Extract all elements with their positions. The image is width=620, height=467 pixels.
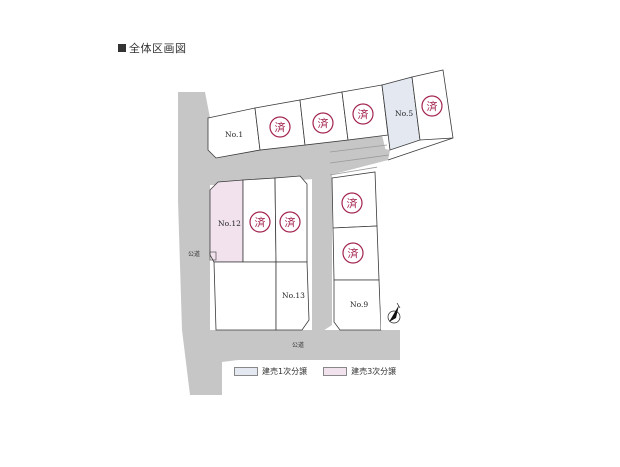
legend-swatch-pink: [323, 367, 348, 376]
sold-mark-lot8: 済: [342, 242, 364, 264]
lot-labels: No.1 No.5 No.12 No.13 No.9 公道 公道: [188, 109, 413, 349]
title-text: 全体区画図: [129, 42, 187, 55]
svg-text:済: 済: [318, 116, 329, 130]
svg-text:済: 済: [255, 215, 266, 229]
label-no1: No.1: [225, 130, 243, 139]
road-label-left: 公道: [188, 250, 200, 258]
sold-mark-lot2: 済: [269, 116, 291, 138]
lot-no1[interactable]: [207, 107, 261, 159]
svg-text:済: 済: [347, 196, 358, 210]
road-label-bottom: 公道: [292, 341, 304, 349]
sold-mark-lot6: 済: [421, 95, 443, 117]
label-no12: No.12: [218, 219, 241, 228]
legend: 建売1次分譲 建売3次分譲: [234, 366, 396, 377]
legend-item-phase1: 建売1次分譲: [234, 366, 307, 377]
lot-no13[interactable]: [275, 261, 310, 331]
title-square-icon: [118, 44, 126, 52]
svg-text:済: 済: [427, 99, 438, 113]
open-area: [377, 138, 460, 330]
legend-label-phase3: 建売3次分譲: [351, 367, 397, 376]
north-arrow-icon: [387, 302, 401, 324]
road-bottom: [205, 330, 400, 362]
label-no13: No.13: [282, 291, 305, 300]
sold-mark-lot7: 済: [341, 192, 363, 214]
legend-swatch-blue: [234, 367, 258, 376]
page-title: 全体区画図: [118, 40, 187, 56]
svg-text:済: 済: [358, 107, 369, 121]
lot-large[interactable]: [213, 261, 277, 331]
driveway: [330, 135, 388, 175]
small-marker: [209, 251, 217, 261]
sold-mark-12b: 済: [249, 211, 271, 233]
lot-no9[interactable]: [333, 279, 382, 331]
legend-label-phase1: 建売1次分譲: [262, 367, 308, 376]
middle-right-lots: [331, 137, 460, 331]
sold-mark-lot4: 済: [352, 103, 374, 125]
svg-text:済: 済: [285, 215, 296, 229]
label-no5: No.5: [395, 109, 413, 118]
road-middle-h: [210, 145, 330, 185]
roads: [178, 92, 400, 395]
middle-left-lots: [209, 175, 310, 331]
label-no9: No.9: [350, 300, 368, 309]
top-row-lots: [207, 69, 454, 176]
svg-text:済: 済: [275, 120, 286, 134]
legend-item-phase3: 建売3次分譲: [323, 366, 396, 377]
sold-marks: 済 済 済 済 済 済 済 済: [249, 95, 443, 264]
sold-mark-12c: 済: [279, 211, 301, 233]
sold-mark-lot3: 済: [312, 112, 334, 134]
road-middle-v: [312, 150, 332, 338]
svg-text:済: 済: [348, 246, 359, 260]
